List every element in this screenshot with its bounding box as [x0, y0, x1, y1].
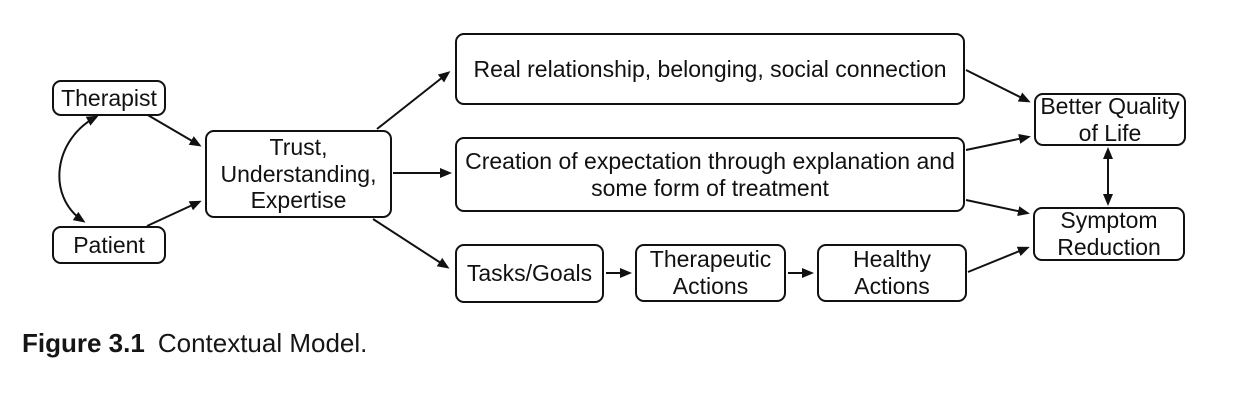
edge-trust-tasks-goals [372, 218, 450, 269]
node-better-quality-of-life: Better Quality of Life [1034, 93, 1186, 146]
node-real-relationship: Real relationship, belonging, social con… [455, 33, 965, 105]
edge-therapist-trust [145, 113, 202, 147]
edge-patient-trust [146, 200, 202, 227]
edge-expectation-better-quality [965, 133, 1031, 151]
node-symptom-reduction: Symptom Reduction [1033, 207, 1185, 261]
edge-trust-real-relationship [376, 71, 451, 130]
figure-caption: Figure 3.1 Contextual Model. [22, 329, 367, 358]
figure-caption-text: Contextual Model. [157, 328, 368, 358]
node-patient: Patient [52, 226, 166, 264]
node-therapist: Therapist [52, 80, 166, 116]
node-therapeutic-actions: Therapeutic Actions [635, 244, 786, 302]
edge-expectation-symptom-reduction [965, 199, 1030, 217]
edge-therapist-patient-curved [58, 115, 99, 223]
figure-caption-label: Figure 3.1 [22, 328, 145, 358]
node-healthy-actions: Healthy Actions [817, 244, 967, 302]
edge-real-better-quality [965, 69, 1031, 103]
node-creation-of-expectation: Creation of expectation through explanat… [455, 137, 965, 212]
edge-healthy-symptom-reduction [967, 246, 1030, 273]
node-trust-understanding-expertise: Trust, Understanding, Expertise [205, 130, 392, 218]
node-tasks-goals: Tasks/Goals [455, 244, 604, 303]
